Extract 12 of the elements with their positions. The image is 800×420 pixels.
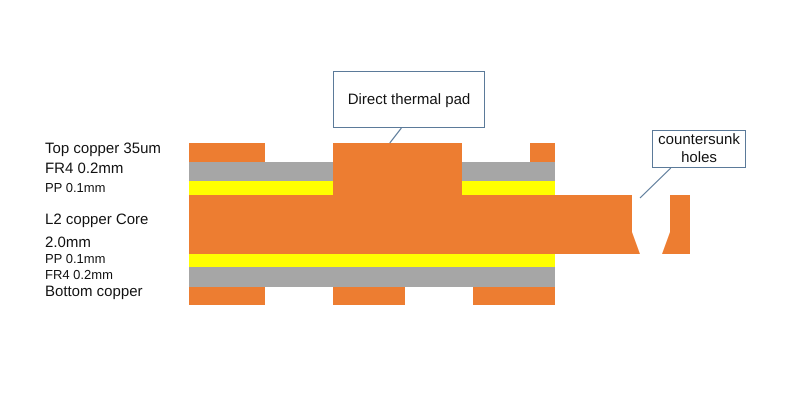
thermal-pad xyxy=(333,143,462,195)
layer-label: FR4 0.2mm xyxy=(45,268,113,282)
layer-label: PP 0.1mm xyxy=(45,181,106,196)
callout-box: countersunk holes xyxy=(652,130,746,168)
layer-label: PP 0.1mm xyxy=(45,252,106,266)
callout-box: Direct thermal pad xyxy=(333,71,485,128)
layer-label: FR4 0.2mm xyxy=(45,161,124,178)
leader-line xyxy=(389,128,402,144)
leader-line xyxy=(640,168,672,198)
layer-label: Top copper 35um xyxy=(45,141,161,158)
layer-label: L2 copper Core 2.0mm xyxy=(45,210,150,252)
layer-label: Bottom copper xyxy=(45,284,143,300)
